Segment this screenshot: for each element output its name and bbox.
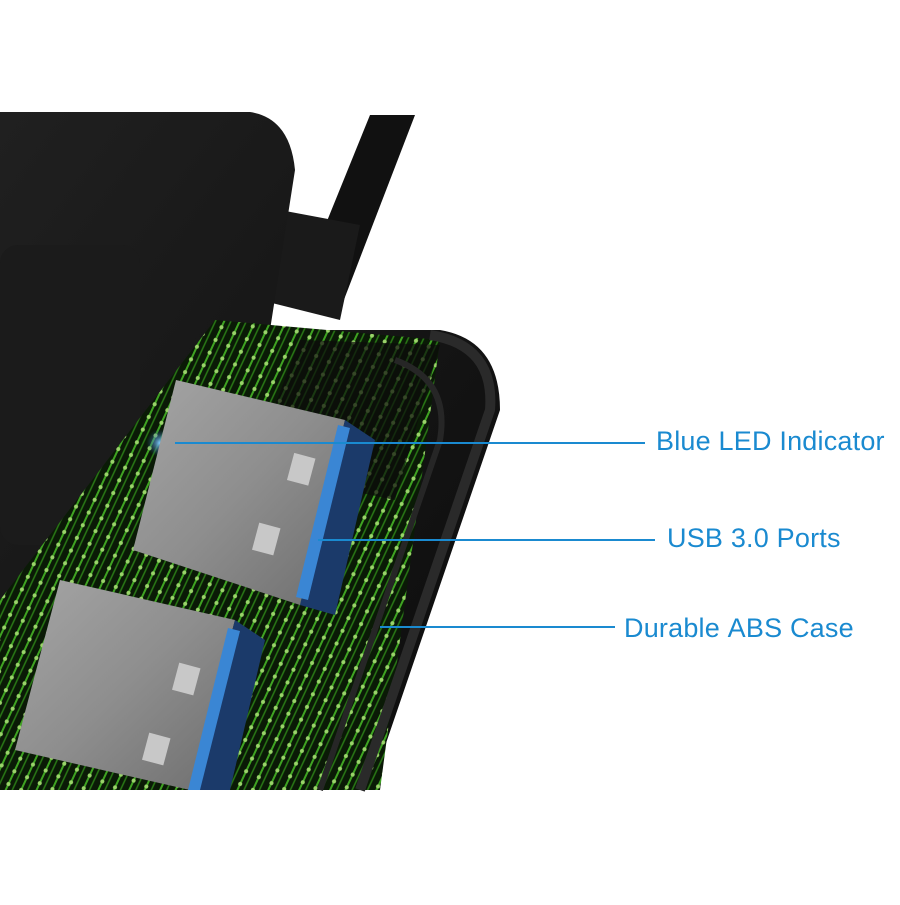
callout-led: Blue LED Indicator <box>656 426 885 457</box>
usb-port-1 <box>133 380 375 615</box>
cable-strain-relief <box>260 210 360 320</box>
callout-ports: USB 3.0 Ports <box>667 523 841 554</box>
usb-port-2 <box>15 580 265 790</box>
callout-case-strong-text: ABS Case <box>727 613 854 643</box>
callout-case: Durable ABS Case <box>624 613 854 644</box>
callout-led-text: Blue LED Indicator <box>656 426 885 456</box>
callout-case-light-text: Durable <box>624 613 728 643</box>
callout-ports-text: USB 3.0 Ports <box>667 523 841 553</box>
